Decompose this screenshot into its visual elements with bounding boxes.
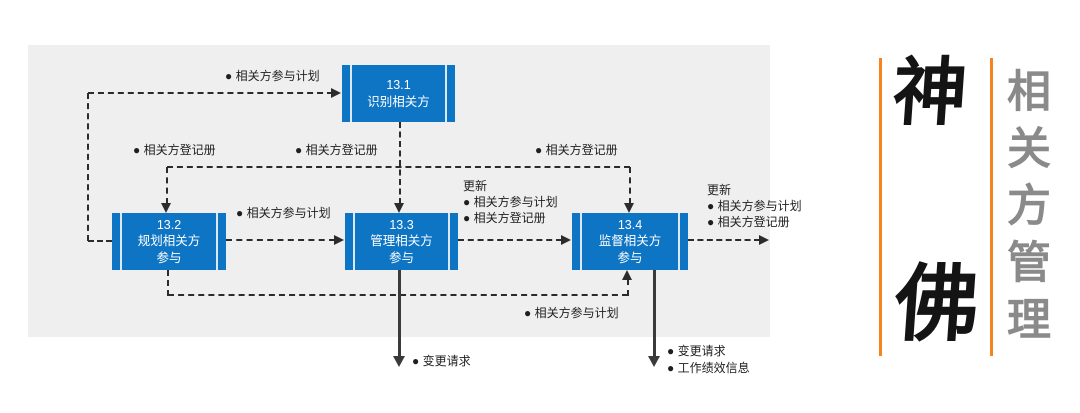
logo-accent-line-left [879, 58, 882, 356]
updates-title: 更新 [463, 179, 488, 193]
process-name: 管理相关方 [370, 234, 433, 249]
process-number: 13.2 [156, 217, 182, 232]
arrowhead-into-133-left-icon [334, 235, 344, 245]
logo-accent-line-right [990, 58, 993, 356]
flow-line-left-vertical [87, 93, 89, 241]
arrowhead-into-132-top-icon [161, 203, 171, 213]
arrowhead-134-out-icon [759, 235, 769, 245]
process-number: 13.3 [389, 217, 414, 232]
output-item: ● 工作绩效信息 [667, 361, 750, 375]
process-box-13-4: 13.4 监督相关方 参与 [572, 213, 688, 270]
flow-line-133-to-134 [458, 239, 562, 241]
arrowhead-into-134-left-icon [561, 235, 571, 245]
brand-char-top: 神 [890, 51, 970, 134]
updates-item: ● 相关方登记册 [463, 211, 546, 225]
flow-label-outputs-134: ● 变更请求 ● 工作绩效信息 [667, 343, 750, 377]
flow-line-134-out-right [688, 239, 760, 241]
process-name-line2: 参与 [617, 250, 643, 265]
process-name: 规划相关方 [137, 234, 201, 249]
arrowhead-into-131-icon [331, 88, 341, 98]
flow-line-132-bottom [167, 270, 169, 296]
process-box-13-1: 13.1 识别相关方 [342, 65, 455, 122]
flow-line-register-to-134 [629, 167, 631, 204]
arrowhead-output-133-icon [393, 356, 405, 367]
brand-char-bottom: 佛 [891, 257, 983, 351]
flow-line-132-to-133 [226, 239, 335, 241]
arrowhead-output-134-icon [648, 356, 660, 367]
flow-line-plan-to-131 [88, 92, 333, 94]
flow-label-engagement-plan-top: ● 相关方参与计划 [225, 69, 320, 83]
flow-label-stakeholder-register-2: ● 相关方登记册 [295, 143, 378, 157]
flow-label-engagement-plan-bottom: ● 相关方参与计划 [524, 306, 619, 320]
process-box-13-3: 13.3 管理相关方 参与 [345, 213, 458, 270]
flow-label-change-requests-133: ● 变更请求 [412, 354, 471, 368]
updates-item: ● 相关方参与计划 [707, 199, 802, 213]
process-name: 识别相关方 [367, 94, 430, 109]
process-name-line2: 参与 [388, 250, 414, 265]
flow-line-register-to-132 [166, 167, 168, 204]
process-number: 13.1 [386, 78, 411, 92]
arrowhead-into-133-top-icon [394, 203, 404, 213]
output-item: ● 变更请求 [667, 344, 726, 358]
process-number: 13.4 [617, 217, 643, 232]
flow-line-131-to-133 [399, 122, 401, 204]
flow-label-stakeholder-register-1: ● 相关方登记册 [133, 143, 216, 157]
updates-title: 更新 [707, 183, 732, 197]
flow-line-into-132-left [88, 240, 112, 242]
flow-label-updates-134: 更新 ● 相关方参与计划 ● 相关方登记册 [707, 182, 802, 230]
flow-label-updates-133: 更新 ● 相关方参与计划 ● 相关方登记册 [463, 178, 558, 226]
updates-item: ● 相关方登记册 [707, 215, 790, 229]
process-name-line2: 参与 [156, 250, 182, 265]
flow-label-engagement-plan-mid: ● 相关方参与计划 [236, 206, 331, 220]
flow-line-register-horizontal [167, 166, 630, 168]
arrowhead-into-134-top-icon [624, 203, 634, 213]
output-line-134 [653, 270, 656, 358]
updates-item: ● 相关方参与计划 [463, 195, 558, 209]
arrowhead-into-134-bottom-icon [622, 270, 632, 280]
vertical-title: 相关方管理 [1000, 68, 1049, 353]
flow-line-up-into-134 [627, 279, 629, 296]
process-box-13-2: 13.2 规划相关方 参与 [112, 213, 226, 270]
output-line-133 [398, 270, 401, 358]
process-name: 监督相关方 [598, 234, 662, 249]
flow-label-stakeholder-register-3: ● 相关方登记册 [535, 143, 618, 157]
